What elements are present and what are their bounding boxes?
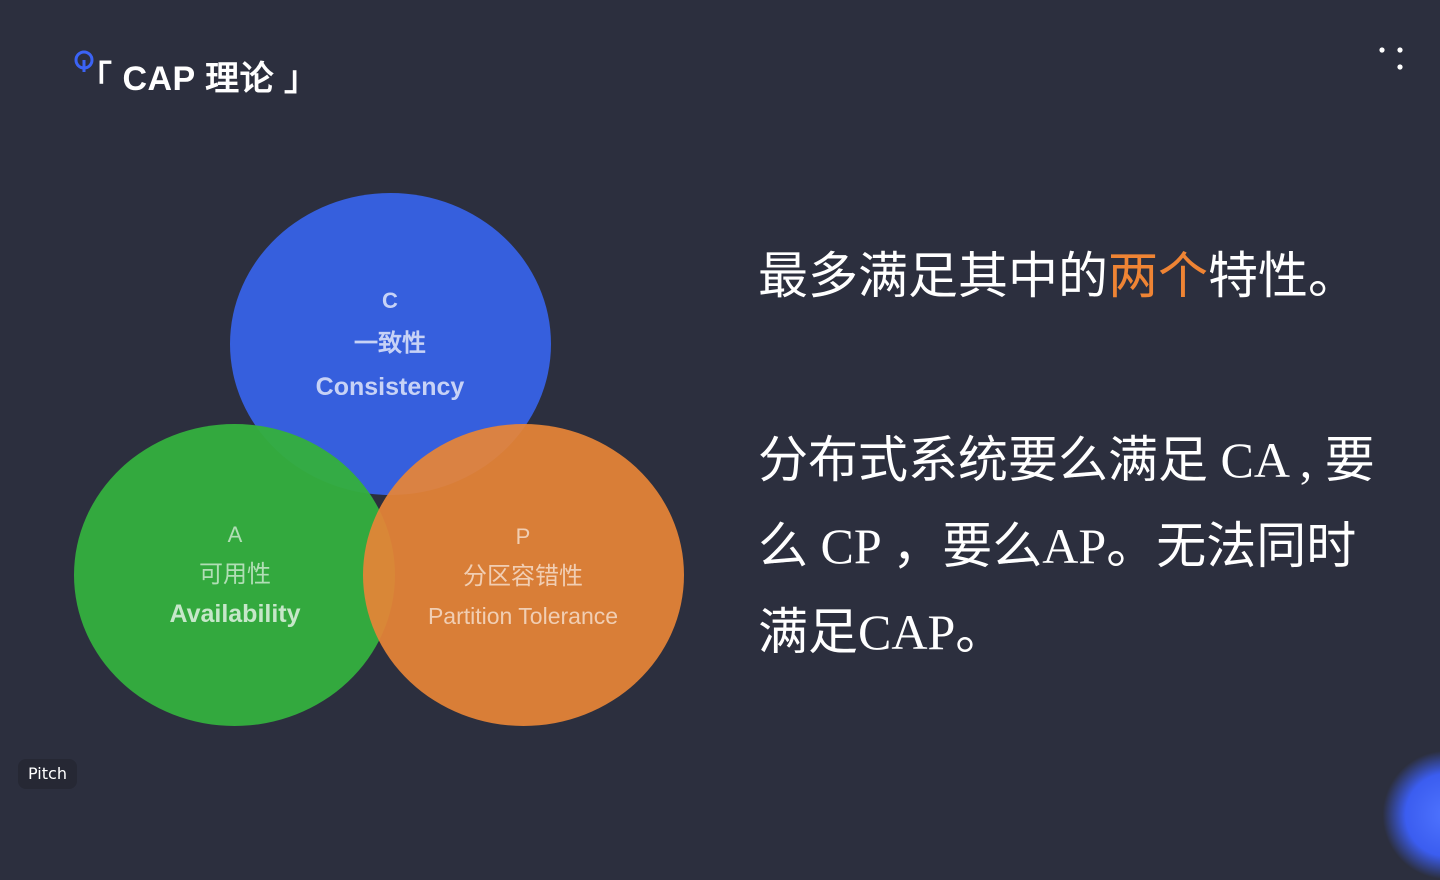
pitch-circle-logo-icon <box>74 50 94 72</box>
slide-title: 「 CAP 理论 」 <box>74 50 319 100</box>
availability-en: Availability <box>169 600 301 628</box>
explanation-paragraph: 分布式系统要么满足 CA , 要么 CP ，要么AP。无法同时满足CAP。 <box>758 432 1375 660</box>
partition-zh: 分区容错性 <box>463 563 583 590</box>
pitch-brand-badge[interactable]: Pitch <box>18 759 77 789</box>
availability-label: A 可用性 Availability <box>85 514 385 634</box>
summary-after: 特性。 <box>1208 248 1358 304</box>
cap-venn-diagram: C 一致性 Consistency A 可用性 Availability P 分… <box>74 193 684 726</box>
consistency-en: Consistency <box>315 373 465 401</box>
summary-highlight: 两个 <box>1108 248 1208 304</box>
availability-zh: 可用性 <box>199 561 271 588</box>
partition-tolerance-circle <box>363 424 684 726</box>
partition-tolerance-label: P 分区容错性 Partition Tolerance <box>373 516 673 636</box>
page-title: 「 CAP 理论 」 <box>78 59 319 98</box>
summary-before: 最多满足其中的 <box>758 248 1108 304</box>
summary-line: 最多满足其中的两个特性。 <box>758 244 1398 308</box>
partition-letter: P <box>515 524 531 549</box>
consistency-letter: C <box>382 288 398 313</box>
consistency-label: C 一致性 Consistency <box>240 280 540 408</box>
consistency-zh: 一致性 <box>354 330 426 357</box>
availability-circle <box>74 424 395 726</box>
availability-letter: A <box>227 522 243 547</box>
dots-menu-icon[interactable] <box>1372 44 1408 74</box>
partition-en: Partition Tolerance <box>427 603 619 629</box>
